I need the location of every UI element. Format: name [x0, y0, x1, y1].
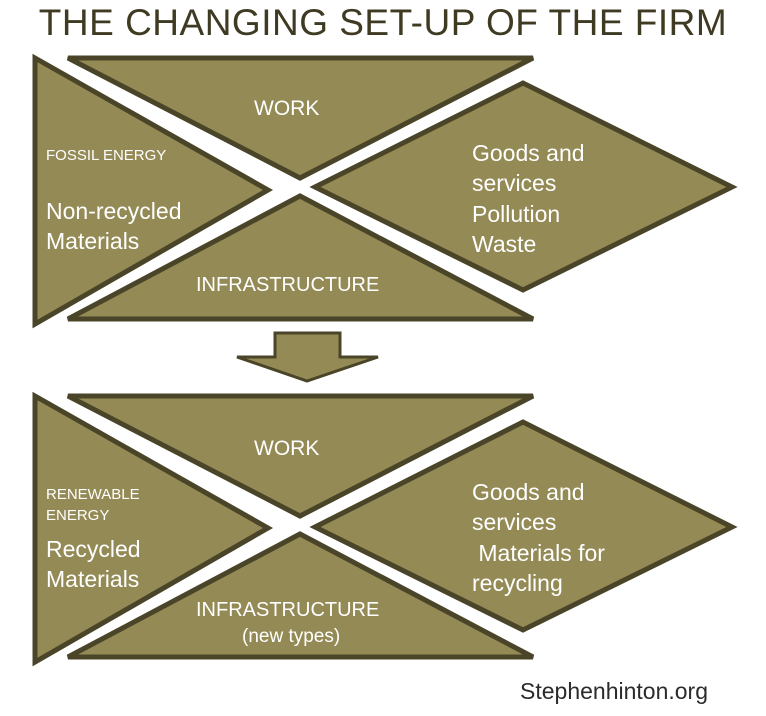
energy-label-line-2: ENERGY [46, 507, 110, 524]
work-triangle [66, 55, 535, 181]
inputs-line-2: Materials [46, 228, 140, 254]
outputs-line-2: services [472, 509, 557, 535]
outputs-diamond [309, 80, 738, 293]
inputs-line-2: Materials [46, 566, 140, 592]
energy-label-line-1: RENEWABLE [46, 486, 140, 503]
outputs-line-4: recycling [472, 570, 563, 596]
inputs-triangle [32, 391, 274, 667]
outputs-line-1: Goods and [472, 479, 585, 505]
down-arrow-icon [236, 331, 379, 383]
outputs-line-3: Materials for [472, 540, 605, 566]
infrastructure-label: INFRASTRUCTURE [196, 599, 380, 621]
infrastructure-triangle [66, 193, 535, 322]
energy-label: FOSSIL ENERGY [46, 147, 167, 164]
page-title: THE CHANGING SET-UP OF THE FIRM [38, 2, 728, 43]
outputs-line-3: Pollution [472, 201, 561, 227]
infrastructure-note: (new types) [242, 626, 341, 647]
outputs-line-2: services [472, 170, 557, 196]
infrastructure-label: INFRASTRUCTURE [196, 274, 380, 296]
inputs-line-1: Recycled [46, 536, 141, 562]
outputs-diamond [309, 419, 738, 633]
outputs-line-4: Waste [472, 231, 537, 257]
after-group [32, 391, 738, 667]
work-label: WORK [254, 97, 320, 120]
inputs-line-1: Non-recycled [46, 198, 182, 224]
outputs-line-1: Goods and [472, 140, 585, 166]
before-group [32, 53, 738, 329]
credit-text: Stephenhinton.org [520, 678, 708, 704]
inputs-triangle [32, 53, 274, 329]
work-triangle [66, 393, 535, 519]
work-label: WORK [254, 437, 320, 460]
infrastructure-triangle [66, 531, 535, 660]
